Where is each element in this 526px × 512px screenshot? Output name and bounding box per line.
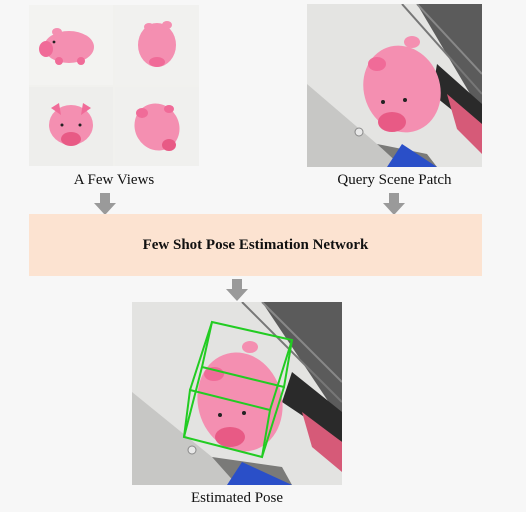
pose-bounding-box bbox=[182, 320, 294, 459]
few-views-image bbox=[29, 5, 199, 166]
query-pig bbox=[363, 36, 441, 133]
estimated-pose-image bbox=[132, 302, 342, 485]
estimated-pose-caption: Estimated Pose bbox=[190, 490, 284, 506]
query-scene-image bbox=[307, 4, 482, 167]
arrow-down-icon bbox=[226, 279, 248, 301]
few-views-grid bbox=[29, 5, 199, 166]
arrow-down-icon bbox=[383, 193, 405, 215]
query-patch-caption: Query Scene Patch bbox=[337, 172, 452, 188]
pig-view-back bbox=[138, 21, 176, 67]
network-label: Few Shot Pose Estimation Network bbox=[142, 236, 369, 253]
query-scene-patch bbox=[307, 4, 482, 167]
pig-view-side bbox=[39, 28, 94, 65]
pig-view-top bbox=[134, 103, 180, 151]
pig-view-front bbox=[49, 103, 93, 146]
estimated-pose-scene bbox=[132, 302, 342, 485]
arrow-down-icon bbox=[94, 193, 116, 215]
pose-estimation-network-box: Few Shot Pose Estimation Network bbox=[29, 214, 482, 276]
few-views-caption: A Few Views bbox=[73, 172, 155, 188]
